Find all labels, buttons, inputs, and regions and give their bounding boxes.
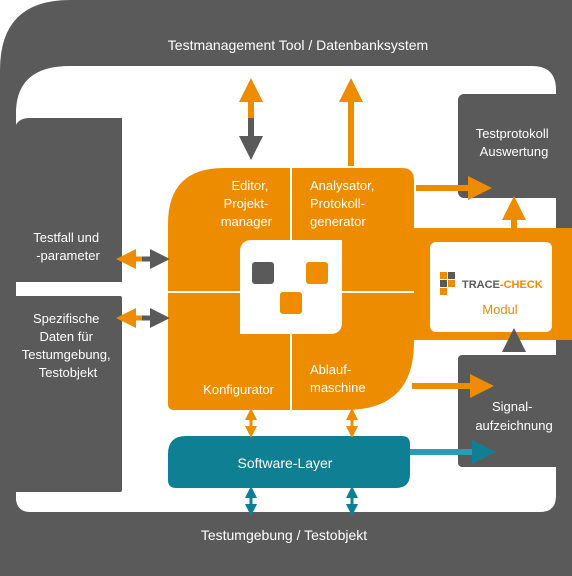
software-layer-label: Software-Layer (238, 455, 333, 471)
spezifische-label: Spezifische Daten für Testumgebung, Test… (22, 311, 115, 380)
analysator-label: Analysator, Protokoll- generator (310, 178, 378, 229)
core-logo-icon (240, 240, 342, 334)
trace-check-logo-icon (440, 272, 455, 295)
bottom-bar-label: Testumgebung / Testobjekt (201, 527, 367, 543)
editor-label: Editor, Projekt- manager (221, 178, 273, 229)
konfigurator-label: Konfigurator (203, 382, 274, 397)
signal-label: Signal- aufzeichnung (475, 399, 552, 433)
testfall-label: Testfall und -parameter (33, 230, 102, 263)
testprotokoll-box (458, 94, 570, 198)
testprotokoll-label: Testprotokoll Auswertung (476, 126, 553, 159)
software-layer (168, 436, 410, 488)
top-bar-label: Testmanagement Tool / Datenbanksystem (168, 37, 428, 53)
testfall-box (14, 118, 122, 282)
connectors (116, 78, 526, 516)
trace-check-module (430, 242, 552, 332)
spezifische-box (14, 296, 122, 492)
ablauf-label: Ablauf- maschine (310, 362, 366, 395)
trace-check-brand: TRACE-CHECK (462, 279, 543, 291)
module-label: Modul (482, 302, 518, 317)
